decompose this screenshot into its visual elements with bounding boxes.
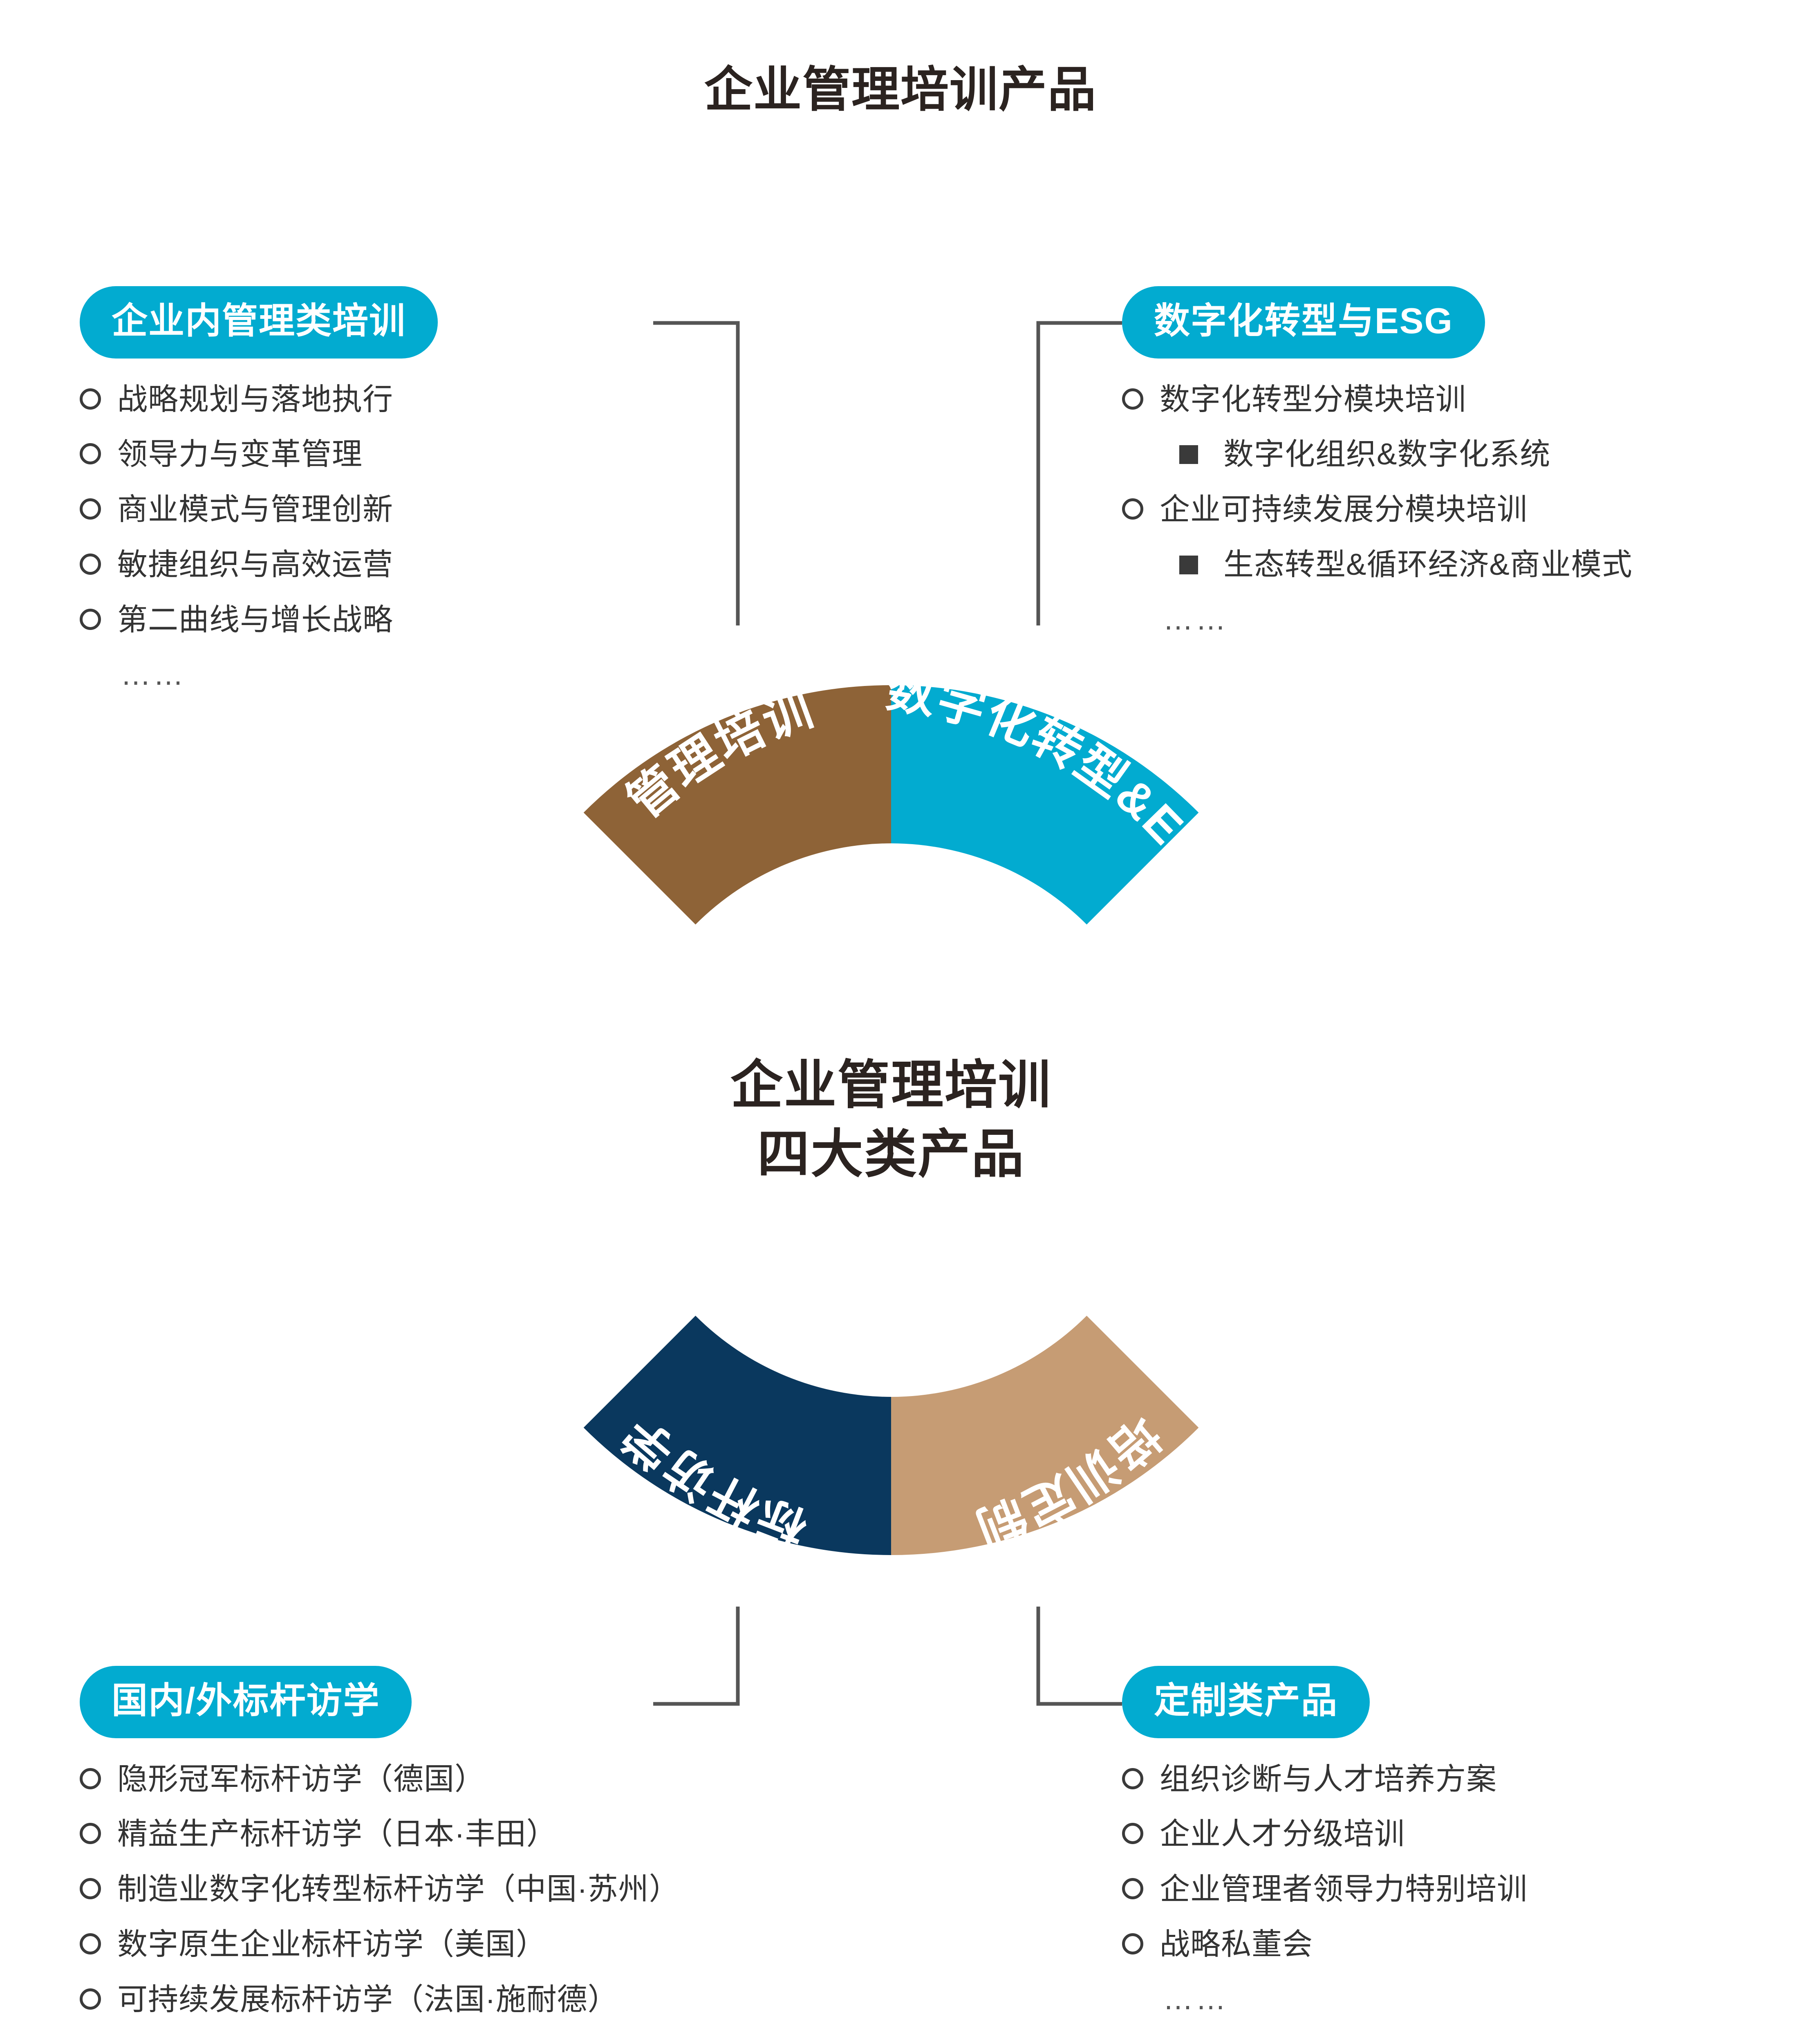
circle-bullet-icon [80,1933,101,1954]
heading-pill-top-left[interactable]: 企业内管理类培训 [80,286,438,359]
list-item: 数字化转型分模块培训 [1122,381,1633,418]
donut-segment-tan [891,1316,1199,1555]
list-item-label: 组织诊断与人才培养方案 [1160,1762,1497,1796]
circle-bullet-icon [80,1988,101,2010]
circle-bullet-icon [80,388,101,410]
list-item-label: 精益生产标杆访学（日本·丰田） [117,1817,557,1851]
list-item: 企业人才分级培训 [1122,1816,1528,1852]
list-item: 数字原生企业标杆访学（美国） [80,1926,680,1963]
list-item-label: 企业管理者领导力特别培训 [1160,1872,1528,1906]
list-subitem: 生态转型&循环经济&商业模式 [1179,547,1633,583]
donut-center-text: 企业管理培训 四大类产品 [625,1051,1157,1189]
list-item-label: 制造业数字化转型标杆访学（中国·苏州） [117,1872,680,1906]
circle-bullet-icon [80,1878,101,1900]
donut-segment-cyan [891,685,1199,925]
list-item-label: 领导力与变革管理 [117,437,363,471]
heading-pill-top-right[interactable]: 数字化转型与ESG [1122,286,1485,359]
ellipsis-text: …… [121,2037,680,2044]
circle-bullet-icon [1122,1823,1143,1845]
connector-top-right [1036,321,1122,625]
page-title: 企业管理培训产品 [704,63,1097,117]
list-item: 可持续发展标杆访学（法国·施耐德） [80,1981,680,2018]
block-top-right: 数字化转型与ESG 数字化转型分模块培训 数字化组织&数字化系统 企业可持续发展… [1122,286,1633,637]
heading-pill-bottom-left[interactable]: 国内/外标杆访学 [80,1666,412,1738]
list-item: 精益生产标杆访学（日本·丰田） [80,1816,680,1852]
circle-bullet-icon [1122,498,1143,520]
donut-segment-brown [583,685,891,925]
item-list-top-left: 战略规划与落地执行 领导力与变革管理 商业模式与管理创新 敏捷组织与高效运营 第… [80,381,438,692]
list-item-label: 商业模式与管理创新 [117,492,393,527]
list-item: 企业可持续发展分模块培训 [1122,491,1633,528]
ellipsis-text: …… [1163,1981,1228,2016]
list-item: 组织诊断与人才培养方案 [1122,1761,1528,1797]
circle-bullet-icon [1122,1933,1143,1954]
block-bottom-left: 国内/外标杆访学 隐形冠军标杆访学（德国） 精益生产标杆访学（日本·丰田） 制造… [80,1666,680,2044]
square-bullet-icon [1179,555,1198,574]
list-subitem-label: 数字化组织&数字化系统 [1223,437,1551,471]
circle-bullet-icon [80,498,101,520]
list-item-label: 战略私董会 [1160,1927,1313,1961]
list-item-label: 数字原生企业标杆访学（美国） [117,1927,547,1961]
item-list-top-right: 数字化转型分模块培训 数字化组织&数字化系统 企业可持续发展分模块培训 生态转型… [1122,381,1633,637]
list-item-label: 第二曲线与增长战略 [117,602,393,637]
list-item: 战略私董会 [1122,1926,1528,1963]
list-item: 第二曲线与增长战略 [80,602,438,638]
list-item-label: 企业可持续发展分模块培训 [1160,492,1528,527]
donut-chart: 管理培训 数字化转型&ESG 培训定制 标杆访学 企业管理培训 四大类产品 [356,585,1427,1656]
circle-bullet-icon [1122,1878,1143,1900]
list-item-label: 战略规划与落地执行 [117,382,393,416]
list-item: 战略规划与落地执行 [80,381,438,418]
item-list-bottom-right: 组织诊断与人才培养方案 企业人才分级培训 企业管理者领导力特别培训 战略私董会 … [1122,1761,1528,2016]
donut-segment-navy [583,1316,891,1555]
circle-bullet-icon [80,1823,101,1845]
list-item-label: 隐形冠军标杆访学（德国） [117,1762,485,1796]
square-bullet-icon [1179,445,1198,464]
circle-bullet-icon [80,608,101,630]
connector-top-left [653,321,740,625]
circle-bullet-icon [80,443,101,465]
list-item-label: 企业人才分级培训 [1160,1817,1405,1851]
heading-pill-bottom-right[interactable]: 定制类产品 [1122,1666,1370,1738]
list-item: 隐形冠军标杆访学（德国） [80,1761,680,1797]
donut-center-line1: 企业管理培训 [730,1056,1052,1115]
list-item: 敏捷组织与高效运营 [80,547,438,583]
circle-bullet-icon [80,553,101,575]
block-bottom-right: 定制类产品 组织诊断与人才培养方案 企业人才分级培训 企业管理者领导力特别培训 … [1122,1666,1528,2016]
list-subitem-label: 生态转型&循环经济&商业模式 [1223,547,1633,581]
circle-bullet-icon [1122,388,1143,410]
donut-center-line2: 四大类产品 [757,1125,1025,1183]
list-item: 制造业数字化转型标杆访学（中国·苏州） [80,1871,680,1907]
list-item-label: 可持续发展标杆访学（法国·施耐德） [117,1982,618,2016]
list-item: 企业管理者领导力特别培训 [1122,1871,1528,1907]
list-item-label: 敏捷组织与高效运营 [117,547,393,581]
ellipsis-text: …… [1163,602,1228,636]
circle-bullet-icon [1122,1768,1143,1789]
item-list-bottom-left: 隐形冠军标杆访学（德国） 精益生产标杆访学（日本·丰田） 制造业数字化转型标杆访… [80,1761,680,2044]
list-subitem: 数字化组织&数字化系统 [1179,436,1633,473]
ellipsis-text: …… [121,657,186,691]
list-item: 领导力与变革管理 [80,436,438,473]
list-item-label: 数字化转型分模块培训 [1160,382,1466,416]
block-top-left: 企业内管理类培训 战略规划与落地执行 领导力与变革管理 商业模式与管理创新 敏捷… [80,286,438,692]
list-item: 商业模式与管理创新 [80,491,438,528]
circle-bullet-icon [80,1768,101,1789]
